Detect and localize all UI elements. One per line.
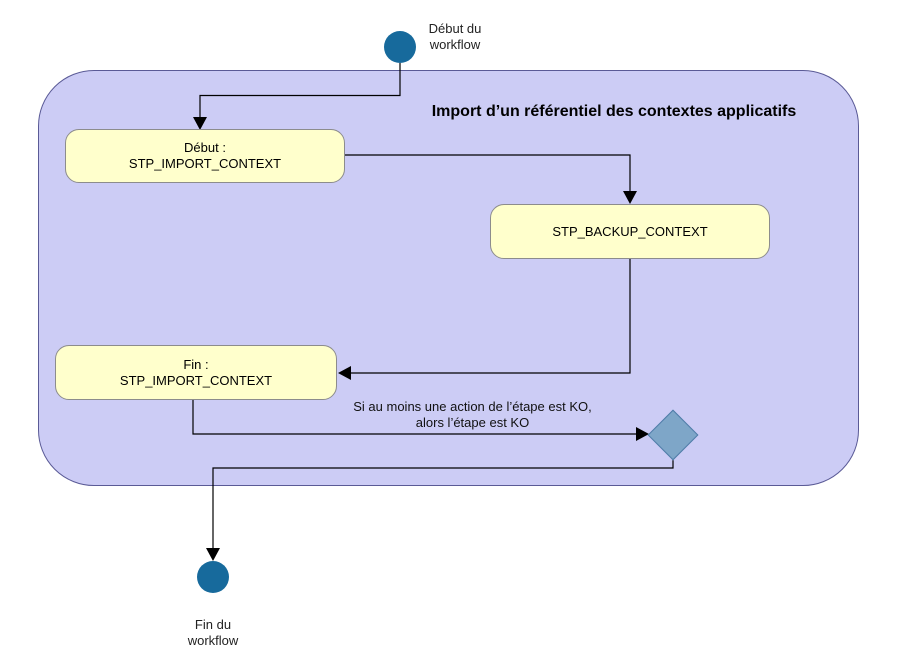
condition-annotation: Si au moins une action de l’étape est KO… xyxy=(353,399,592,430)
step-debut-node[interactable]: Début : STP_IMPORT_CONTEXT xyxy=(65,129,345,183)
end-node[interactable] xyxy=(197,561,229,593)
step-fin-label: Fin : STP_IMPORT_CONTEXT xyxy=(119,356,273,388)
step-backup-label: STP_BACKUP_CONTEXT xyxy=(552,223,708,239)
start-node[interactable] xyxy=(384,31,416,63)
step-backup-node[interactable]: STP_BACKUP_CONTEXT xyxy=(490,204,770,259)
step-fin-node[interactable]: Fin : STP_IMPORT_CONTEXT xyxy=(55,345,337,400)
end-node-label: Fin du workflow xyxy=(187,617,239,648)
group-title: Import d’un référentiel des contextes ap… xyxy=(431,103,797,120)
step-debut-label: Début : STP_IMPORT_CONTEXT xyxy=(128,140,282,171)
start-node-label: Début du workflow xyxy=(428,21,482,52)
